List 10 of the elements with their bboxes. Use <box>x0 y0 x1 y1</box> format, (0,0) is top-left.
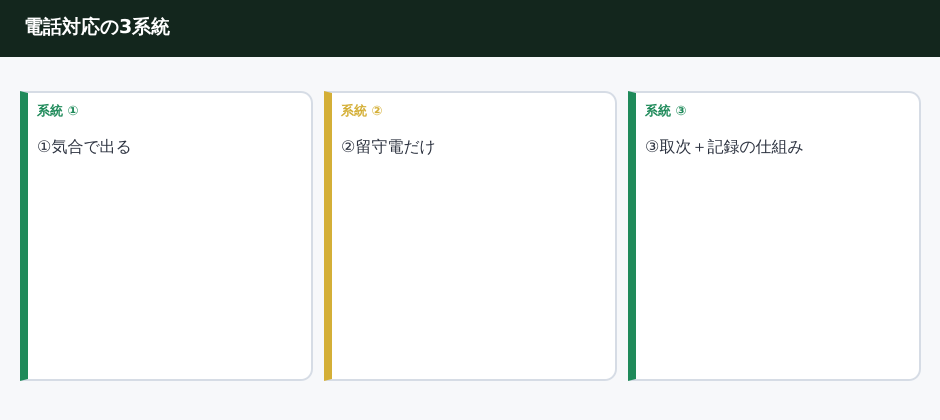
card-heading: 系統 ③ <box>645 103 687 121</box>
title: 電話対応の3系統 <box>24 15 170 40</box>
card-heading: 系統 ② <box>341 103 383 121</box>
card-heading: 系統 ① <box>37 103 79 121</box>
card-text: ①気合で出る <box>37 136 132 158</box>
card <box>324 91 617 381</box>
card <box>20 91 313 381</box>
card-text: ③取次＋記録の仕組み <box>645 136 804 158</box>
card-text: ②留守電だけ <box>341 136 436 158</box>
card <box>628 91 921 381</box>
